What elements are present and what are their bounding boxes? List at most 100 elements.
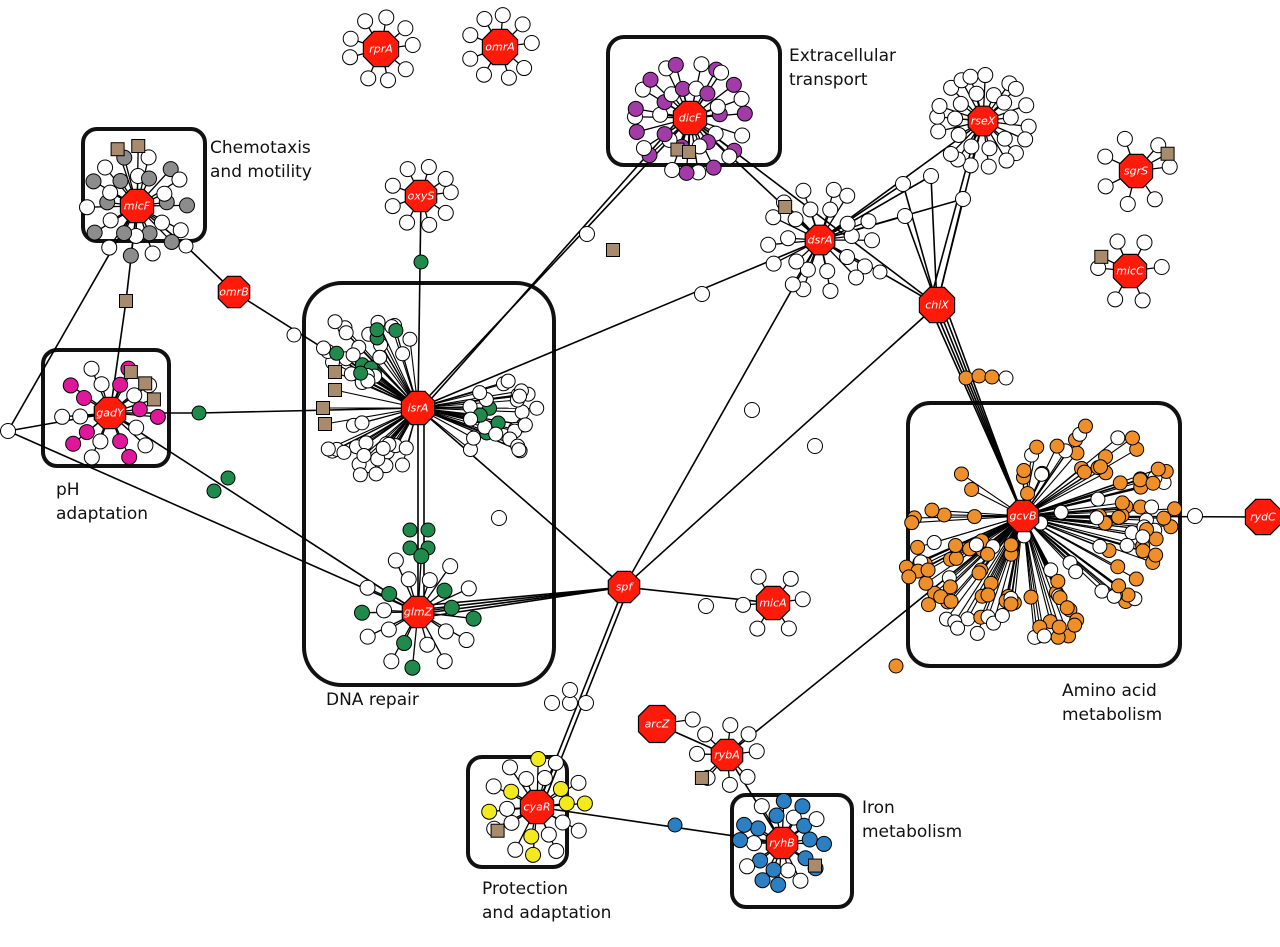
target-node	[998, 152, 1015, 169]
target-node	[740, 726, 757, 743]
hub-octagon	[1006, 499, 1040, 533]
edge	[726, 754, 783, 844]
target-node	[765, 255, 782, 272]
target-node	[910, 539, 926, 555]
target-node	[1023, 589, 1039, 605]
target-node	[381, 585, 398, 602]
target-node	[796, 817, 813, 834]
target-square-node	[808, 858, 823, 873]
target-node	[436, 653, 453, 670]
target-node	[930, 123, 947, 140]
hub-glmZ: glmZ	[401, 595, 435, 629]
target-node	[329, 345, 345, 361]
target-node	[948, 538, 964, 554]
hub-label: micF	[124, 200, 151, 213]
target-node	[664, 162, 681, 179]
target-node	[54, 408, 71, 425]
target-node	[733, 90, 750, 107]
target-node	[579, 226, 595, 242]
target-node	[437, 623, 454, 640]
target-node	[472, 385, 488, 401]
edge	[109, 412, 419, 613]
target-node	[815, 835, 832, 852]
target-node	[713, 64, 730, 81]
hub-octagon	[1118, 153, 1154, 189]
target-square-node	[606, 243, 620, 257]
target-node	[171, 171, 188, 188]
target-node	[921, 597, 937, 613]
target-node	[1051, 619, 1067, 635]
target-node	[1150, 461, 1166, 477]
target-node	[802, 201, 819, 218]
target-square-node	[123, 365, 138, 380]
target-node	[511, 442, 527, 458]
target-node	[436, 582, 453, 599]
target-node	[1068, 564, 1084, 580]
target-node	[635, 140, 652, 157]
target-node	[570, 774, 587, 791]
target-node	[491, 510, 507, 526]
target-node	[735, 596, 752, 613]
target-node	[397, 61, 414, 78]
target-node	[62, 377, 79, 394]
target-node	[952, 95, 969, 112]
target-node	[943, 593, 959, 609]
hub-octagon	[607, 570, 641, 604]
target-node	[544, 695, 560, 711]
target-node	[971, 368, 987, 384]
cluster-box	[906, 401, 1182, 668]
target-node	[112, 376, 129, 393]
target-node	[950, 620, 966, 636]
target-square-node	[670, 142, 685, 157]
target-node	[1053, 504, 1069, 520]
target-node	[1167, 501, 1183, 517]
target-node	[947, 110, 964, 127]
target-node	[996, 94, 1013, 111]
target-node	[971, 565, 987, 581]
target-node	[1077, 418, 1093, 434]
target-node	[955, 191, 971, 207]
target-node	[547, 754, 564, 771]
target-node	[977, 67, 994, 84]
target-node	[942, 579, 958, 595]
target-node	[500, 373, 516, 389]
target-node	[395, 346, 411, 362]
edge	[417, 407, 625, 588]
target-node	[674, 80, 691, 97]
hub-octagon	[404, 179, 438, 213]
target-node	[794, 591, 811, 608]
hub-label: isrA	[408, 402, 429, 415]
edge	[902, 183, 938, 306]
target-node	[931, 98, 948, 115]
target-node	[1119, 537, 1135, 553]
target-node	[1049, 438, 1065, 454]
target-node	[1090, 491, 1106, 507]
target-node	[354, 415, 370, 431]
target-node	[570, 822, 587, 839]
target-node	[1132, 472, 1148, 488]
target-node	[1017, 131, 1034, 148]
target-node	[397, 20, 414, 37]
target-node	[404, 37, 421, 54]
hub-octagon	[362, 30, 400, 68]
target-node	[901, 569, 917, 585]
target-node	[172, 222, 189, 239]
target-node	[163, 233, 180, 250]
target-node	[501, 759, 518, 776]
target-node	[357, 13, 374, 30]
target-node	[732, 832, 749, 849]
hub-label: omrA	[485, 41, 515, 54]
edge	[819, 183, 904, 241]
target-node	[980, 587, 996, 603]
target-node	[667, 56, 684, 73]
target-node	[79, 199, 96, 216]
target-node	[684, 711, 701, 728]
target-node	[656, 126, 673, 143]
target-node	[994, 607, 1010, 623]
target-node	[388, 322, 404, 338]
target-node	[722, 717, 739, 734]
target-square-node	[328, 365, 342, 379]
target-node	[787, 211, 804, 228]
hub-arcZ: arcZ	[637, 704, 677, 744]
